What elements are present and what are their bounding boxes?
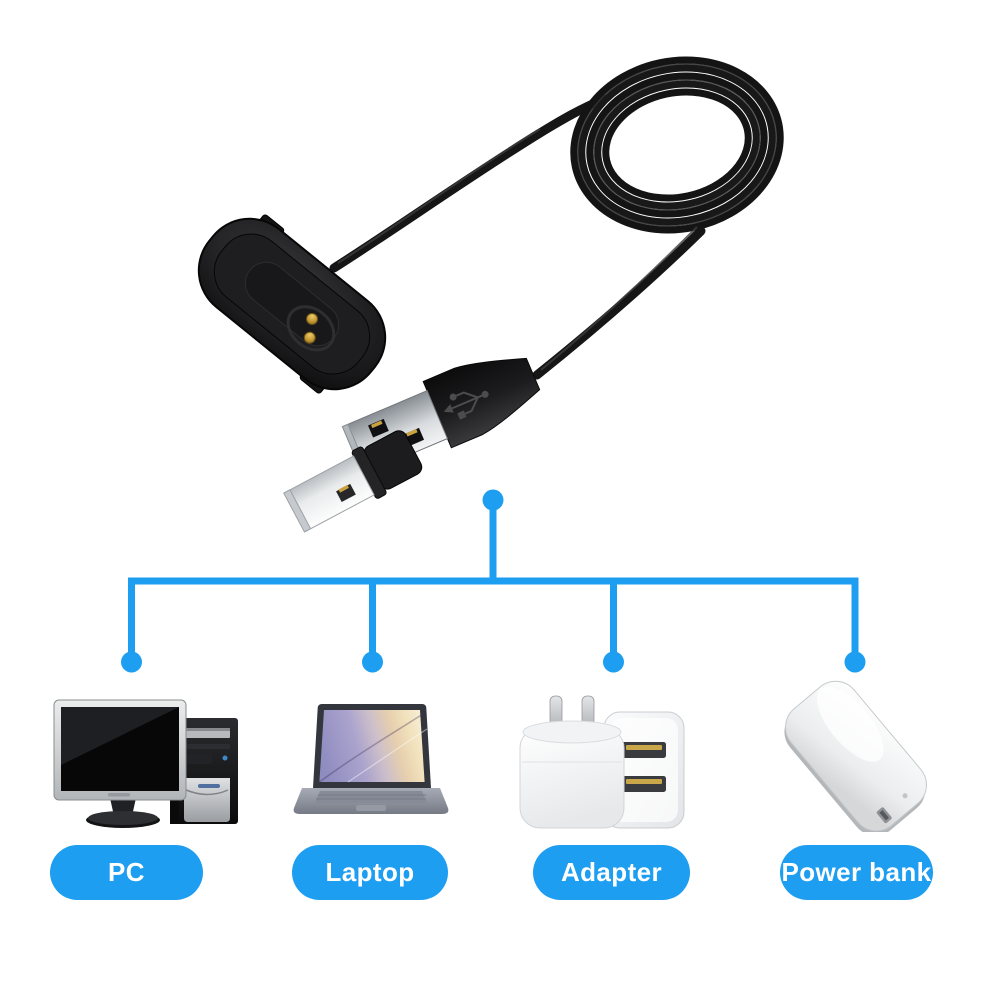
- label-pill-adapter: Adapter: [533, 845, 690, 900]
- tree-root-dot: [482, 489, 504, 511]
- tree-end-dot: [362, 651, 383, 673]
- tree-end-dot: [603, 651, 624, 673]
- pc-image: [53, 699, 238, 828]
- laptop-label: Laptop: [325, 857, 415, 887]
- power-bank-body: [784, 680, 927, 832]
- power-bank-image: [784, 680, 927, 832]
- usb-trident-icon: [443, 390, 489, 420]
- cable-upper: [329, 94, 609, 273]
- laptop-base: [293, 788, 449, 814]
- charging-pin: [303, 331, 316, 344]
- usb-port: [622, 776, 666, 792]
- cable-coil: [570, 56, 784, 234]
- power-bank-label: Power bank: [781, 857, 932, 887]
- adapter-label: Adapter: [560, 857, 663, 887]
- pc-label: PC: [108, 857, 145, 887]
- charging-pin: [306, 312, 319, 325]
- usb-port: [622, 742, 666, 758]
- tree-end-dot: [844, 651, 866, 673]
- laptop-image: [293, 704, 449, 814]
- charger-clip: [197, 214, 387, 394]
- tree-end-dot: [121, 651, 142, 673]
- adapter-image: [519, 695, 685, 829]
- pc-monitor: [53, 699, 187, 828]
- adapter-front-charger: [519, 695, 625, 829]
- laptop-screen: [313, 704, 431, 788]
- usb-adapter-plug: [283, 430, 423, 533]
- label-pill-laptop: Laptop: [292, 845, 448, 900]
- usb-port: [876, 807, 892, 824]
- cable-lower: [532, 226, 706, 380]
- label-pill-power-bank: Power bank: [780, 845, 933, 900]
- label-pill-pc: PC: [50, 845, 203, 900]
